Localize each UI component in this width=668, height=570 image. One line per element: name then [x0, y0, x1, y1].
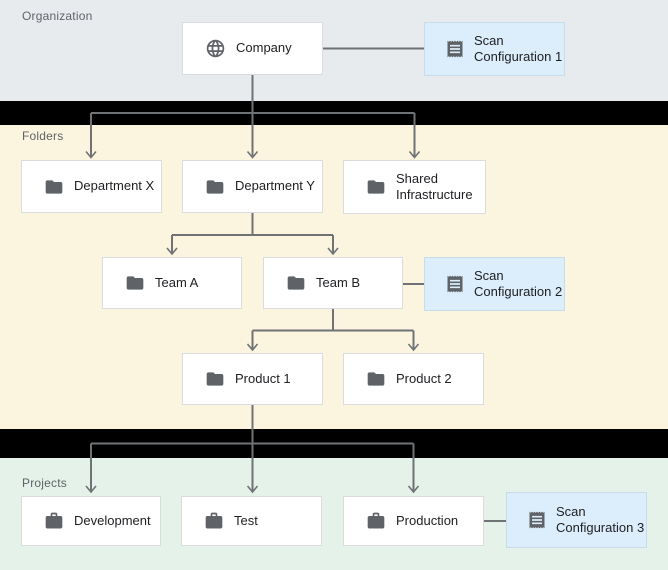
arrowhead-test — [246, 485, 259, 494]
node-label: Product 2 — [396, 370, 452, 386]
node-label: Company — [236, 40, 292, 56]
node-company: Company — [182, 22, 323, 75]
receipt-icon — [527, 510, 547, 530]
node-label: Scan Configuration 1 — [474, 32, 563, 64]
arrowhead-shared-infrastructure — [408, 150, 421, 159]
folder-icon — [125, 273, 145, 293]
receipt-icon — [445, 39, 465, 59]
node-shared-infrastructure: Shared Infrastructure — [343, 160, 486, 214]
node-development: Development — [21, 496, 161, 546]
arrowhead-department-y — [246, 150, 259, 159]
arrowhead-department-x — [85, 150, 97, 159]
arrowhead-team-b — [327, 247, 339, 256]
folder-icon — [366, 369, 386, 389]
folder-icon — [44, 177, 64, 197]
node-scan-configuration-2: Scan Configuration 2 — [424, 257, 565, 311]
node-label: Development — [74, 512, 151, 528]
arrowhead-team-a — [166, 247, 178, 256]
node-label: Production — [396, 512, 459, 528]
node-label: Department Y — [235, 178, 315, 194]
node-label: Department X — [74, 178, 155, 194]
folders-section-label: Folders — [22, 129, 64, 143]
node-label: Scan Configuration 2 — [474, 267, 563, 299]
edge-product-1-to-projects — [90, 405, 415, 491]
node-test: Test — [181, 496, 322, 546]
node-scan-configuration-3: Scan Configuration 3 — [506, 492, 647, 548]
node-label: Team B — [316, 274, 361, 290]
edge-team-b-to-products — [251, 309, 415, 349]
folder-icon — [286, 273, 306, 293]
node-label: Scan Configuration 3 — [556, 503, 645, 535]
node-production: Production — [343, 496, 484, 546]
folder-icon — [366, 177, 386, 197]
node-product-2: Product 2 — [343, 353, 484, 405]
edge-department-y-to-teams — [171, 213, 334, 253]
node-label: Product 1 — [235, 370, 291, 386]
globe-icon — [205, 38, 226, 59]
folder-icon — [205, 369, 225, 389]
node-product-1: Product 1 — [182, 353, 323, 405]
briefcase-icon — [366, 511, 386, 531]
arrowhead-production — [407, 485, 420, 494]
arrowhead-product-1 — [246, 343, 259, 352]
node-label: Team A — [155, 274, 199, 290]
edge-company-to-folders — [90, 75, 416, 156]
briefcase-icon — [204, 511, 224, 531]
arrowhead-product-2 — [407, 343, 420, 352]
node-scan-configuration-1: Scan Configuration 1 — [424, 22, 565, 76]
receipt-icon — [445, 274, 465, 294]
organization-section-label: Organization — [22, 9, 93, 23]
projects-section-label: Projects — [22, 476, 67, 490]
node-team-a: Team A — [102, 257, 242, 309]
arrowhead-development — [85, 485, 97, 494]
briefcase-icon — [44, 511, 64, 531]
node-label: Shared Infrastructure — [396, 170, 473, 202]
folder-icon — [205, 177, 225, 197]
node-label: Test — [234, 512, 258, 528]
node-department-x: Department X — [21, 160, 162, 213]
node-team-b: Team B — [263, 257, 403, 309]
node-department-y: Department Y — [182, 160, 323, 213]
